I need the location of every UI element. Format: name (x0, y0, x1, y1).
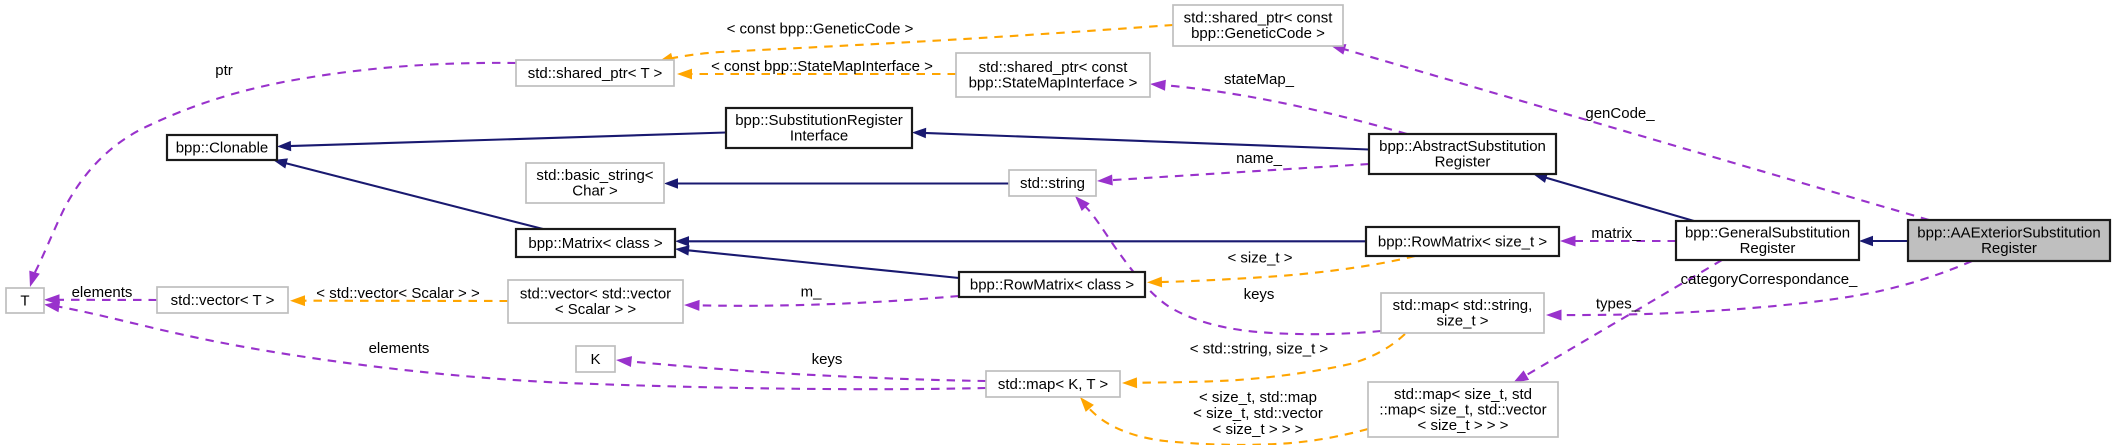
svg-text:bpp::RowMatrix< class >: bpp::RowMatrix< class > (970, 276, 1134, 293)
svg-text:std::shared_ptr< const: std::shared_ptr< const (979, 59, 1129, 76)
svg-text:Interface: Interface (790, 128, 848, 145)
svg-text:bpp::StateMapInterface >: bpp::StateMapInterface > (969, 75, 1138, 92)
svg-text:K: K (590, 351, 600, 368)
svg-text:bpp::AAExteriorSubstitution: bpp::AAExteriorSubstitution (1917, 225, 2100, 242)
svg-text:bpp::SubstitutionRegister: bpp::SubstitutionRegister (735, 112, 903, 129)
svg-text:elements: elements (72, 284, 133, 301)
svg-text:types_: types_ (1596, 295, 1641, 312)
svg-text:< std::string, size_t >: < std::string, size_t > (1190, 340, 1329, 357)
svg-text:categoryCorrespondance_: categoryCorrespondance_ (1681, 271, 1858, 288)
svg-text:< size_t > > >: < size_t > > > (1418, 417, 1509, 434)
svg-text:ptr: ptr (215, 62, 233, 79)
svg-text:bpp::RowMatrix< size_t >: bpp::RowMatrix< size_t > (1378, 233, 1547, 250)
svg-text:std::map< std::string,: std::map< std::string, (1393, 297, 1533, 314)
svg-text:std::vector< std::vector: std::vector< std::vector (520, 286, 671, 303)
svg-text:matrix_: matrix_ (1591, 225, 1641, 242)
svg-text:bpp::GeneralSubstitution: bpp::GeneralSubstitution (1685, 225, 1850, 242)
svg-text:keys: keys (812, 351, 843, 368)
svg-text:std::shared_ptr< T >: std::shared_ptr< T > (528, 65, 663, 82)
svg-text:< const bpp::GeneticCode >: < const bpp::GeneticCode > (727, 21, 914, 38)
svg-text:< size_t, std::vector: < size_t, std::vector (1193, 405, 1323, 422)
svg-text:< Scalar > >: < Scalar > > (555, 301, 637, 318)
svg-text:Register: Register (1435, 154, 1491, 171)
svg-text:< size_t >: < size_t > (1227, 249, 1292, 266)
svg-text:bpp::AbstractSubstitution: bpp::AbstractSubstitution (1379, 138, 1546, 155)
svg-text:std::map< size_t, std: std::map< size_t, std (1394, 386, 1532, 403)
svg-text:elements: elements (369, 340, 430, 357)
svg-text:< const bpp::StateMapInterface: < const bpp::StateMapInterface > (711, 58, 933, 75)
svg-text:genCode_: genCode_ (1585, 105, 1655, 122)
svg-text:stateMap_: stateMap_ (1224, 71, 1295, 88)
svg-text:Char >: Char > (572, 183, 618, 200)
svg-text:size_t >: size_t > (1436, 313, 1488, 330)
svg-text:std::basic_string<: std::basic_string< (536, 167, 653, 184)
svg-text:keys: keys (1244, 286, 1275, 303)
svg-text:std::vector< T >: std::vector< T > (171, 292, 275, 309)
svg-text:name_: name_ (1236, 150, 1283, 167)
svg-text:std::map< K, T >: std::map< K, T > (998, 376, 1109, 393)
svg-text:bpp::Matrix< class >: bpp::Matrix< class > (528, 235, 662, 252)
svg-text:std::string: std::string (1020, 175, 1085, 192)
svg-text:std::shared_ptr< const: std::shared_ptr< const (1184, 10, 1334, 27)
svg-text:::map< size_t, std::vector: ::map< size_t, std::vector (1379, 401, 1546, 418)
svg-text:bpp::GeneticCode >: bpp::GeneticCode > (1191, 25, 1325, 42)
svg-text:Register: Register (1740, 240, 1796, 257)
svg-text:bpp::Clonable: bpp::Clonable (176, 139, 269, 156)
svg-text:< size_t > > >: < size_t > > > (1213, 421, 1304, 438)
svg-text:T: T (20, 292, 29, 309)
svg-text:< size_t, std::map: < size_t, std::map (1199, 389, 1317, 406)
svg-text:Register: Register (1981, 240, 2037, 257)
svg-text:m_: m_ (801, 283, 822, 300)
svg-text:< std::vector< Scalar > >: < std::vector< Scalar > > (316, 285, 480, 302)
